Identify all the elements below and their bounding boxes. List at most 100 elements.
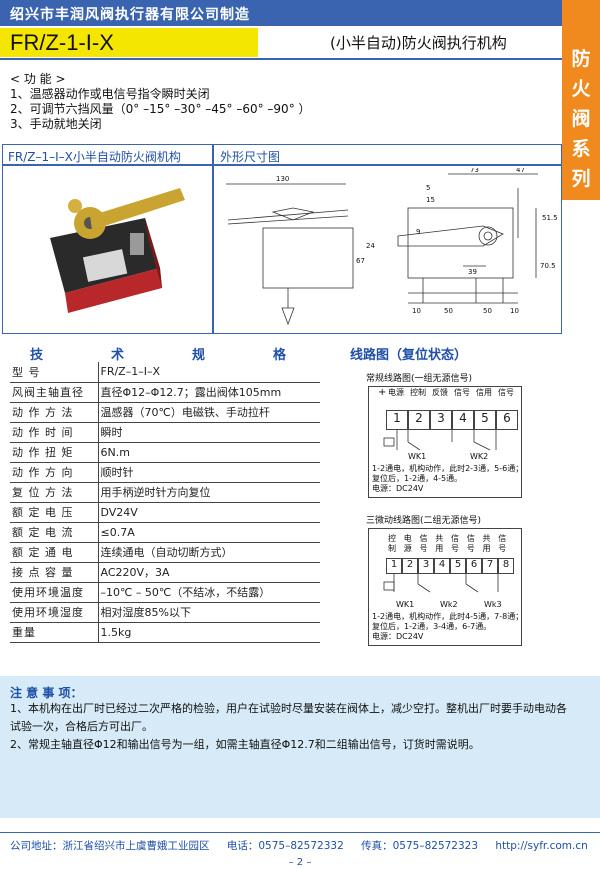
terminal: 1 [386,410,408,430]
terminal-label: 信号 [451,534,459,553]
dim-39: 39 [468,268,477,276]
dim-10b: 10 [510,307,519,315]
circuit-note: 电源：DC24V [372,484,424,493]
photo-title: FR/Z–1–I–X小半自动防火阀机构 [8,150,181,164]
terminal-label: 信号 [498,388,514,397]
function-line: 2、可调节六挡风量（0° –15° –30° –45° –60° –90° ） [10,102,311,116]
footer-tel: 电话：0575–82572332 [226,840,344,852]
terminal-label: 电源 [403,534,412,553]
function-line: 1、温感器动作或电信号指令瞬时关闭 [10,87,210,101]
terminal-label: 反馈 [432,388,448,397]
spec-value: ≤0.7A [98,522,320,543]
switch-wk2: Wk2 [440,600,458,609]
spec-key: 动 作 扭 矩 [10,442,99,463]
terminal: 3 [418,558,434,574]
circuit-note: 电源：DC24V [372,632,424,641]
footer-web[interactable]: http://syfr.com.cn [495,840,588,852]
spec-value: 1.5kg [98,622,320,643]
function-section: < 功 能 > 1、温感器动作或电信号指令瞬时关闭 2、可调节六挡风量（0° –… [10,72,311,132]
dim-130: 130 [276,175,289,183]
spec-key: 使用环境湿度 [10,602,99,623]
terminal: 4 [434,558,450,574]
title-divider [0,58,562,60]
terminal-label: 信号 [466,534,475,553]
footer-divider [0,832,600,833]
circuit1-terminals: 1 2 3 4 5 6 [386,410,518,430]
dim-51-5: 51.5 [542,214,558,222]
note-line: 1、本机构在出厂时已经过二次严格的检验，用户在试验时尽量安装在阀体上，减少空打。… [10,702,567,733]
circuit2-notes: 1-2通电，机构动作，此时4-5通，7-8通； 复位后，1-2通，3-4通，6-… [372,612,523,642]
terminal-label: 信用 [476,388,492,397]
terminal: 7 [482,558,498,574]
terminal-label: 信号 [454,388,470,397]
circuit2-wiring [383,574,499,593]
spec-key: 额 定 电 压 [10,502,99,523]
circuit-title: 线路图（复位状态） [350,348,468,363]
table-row: 额 定 电 流≤0.7A [10,522,320,543]
sidebar-char: 阀 [571,108,591,130]
circuit1-wiring [383,430,497,451]
table-row: 动 作 方 向顺时针 [10,462,320,483]
circuit-note: 复位后，1-2通，4-5通。 [372,474,463,483]
sidebar-char: 火 [571,78,591,100]
company-name: 绍兴市丰润风阀执行器有限公司制造 [10,7,250,23]
dim-10a: 10 [412,307,421,315]
spec-header-char: 技 [30,348,44,363]
table-row: 动 作 时 间瞬时 [10,422,320,443]
footer-address: 公司地址：浙江省绍兴市上虞曹娥工业园区 [10,840,210,852]
sidebar-char: 列 [571,168,591,190]
notes-text: 1、本机构在出厂时已经过二次严格的检验，用户在试验时尽量安装在阀体上，减少空打。… [10,700,570,754]
sidebar-char: 系 [571,138,591,160]
terminal: 3 [430,410,452,430]
dim-50a: 50 [444,307,453,315]
plus-sign: + [378,387,387,398]
terminal: 5 [450,558,466,574]
panel-divider [212,144,214,334]
circuit2-terminals: 1 2 3 4 5 6 7 8 [386,558,514,574]
terminal: 6 [466,558,482,574]
terminal-label: 信号 [419,534,428,553]
table-row: 风阀主轴直径直径Φ12–Φ12.7；露出阀体105mm [10,382,320,403]
title-bar: FR/Z-1-I-X (小半自动)防火阀执行机构 [0,26,562,58]
model-title: FR/Z-1-I-X [10,30,114,55]
notes-box [0,676,600,818]
spec-key: 动 作 方 向 [10,462,99,483]
circuit2-labels: 控制 电源 信号 共用 信号 信号 共用 信号 [388,534,514,554]
spec-value: –10℃ – 50℃（不结冰，不结露） [98,582,320,603]
spec-header: 技术规格 [30,344,354,363]
spec-key: 风阀主轴直径 [10,382,99,403]
sidebar-char: 防 [571,48,591,70]
spec-key: 型 号 [10,362,99,383]
switch-wk2: WK2 [470,452,489,461]
spec-value: DV24V [98,502,320,523]
terminal: 6 [496,410,518,430]
spec-value: 用手柄逆时针方向复位 [98,482,320,503]
switch-wk1: WK1 [396,600,415,609]
table-row: 使用环境温度–10℃ – 50℃（不结冰，不结露） [10,582,320,603]
circuit1-labels: 电源 控制 反馈 信号 信用 信号 [388,388,514,398]
product-photo [50,188,185,313]
dim-9: 9 [416,228,420,236]
dims-title: 外形尺寸图 [220,150,281,164]
spec-value: 顺时针 [98,462,320,483]
spec-key: 动 作 时 间 [10,422,99,443]
notes-title: 注 意 事 项： [10,686,83,700]
circuit2-title: 三微动线路图(二组无源信号) [366,516,482,526]
terminal-label: 控制 [410,388,426,397]
spec-value: 直径Φ12–Φ12.7；露出阀体105mm [98,382,320,403]
footer-fax: 传真：0575–82572323 [361,840,479,852]
terminal: 2 [408,410,430,430]
spec-value: 连续通电（自动切断方式） [98,542,320,563]
dim-5: 5 [426,184,430,192]
model-box: FR/Z-1-I-X [0,28,258,57]
footer: 公司地址：浙江省绍兴市上虞曹娥工业园区 电话：0575–82572332 传真：… [10,838,588,853]
spec-header-char: 术 [111,348,125,363]
circuit-note: 1-2通电，机构动作，此时2-3通，5-6通； [372,464,524,473]
spec-key: 动 作 方 法 [10,402,99,423]
dim-50b: 50 [483,307,492,315]
circuit1-title: 常规线路图(一组无源信号) [366,374,473,384]
product-subtitle: (小半自动)防火阀执行机构 [330,34,507,52]
